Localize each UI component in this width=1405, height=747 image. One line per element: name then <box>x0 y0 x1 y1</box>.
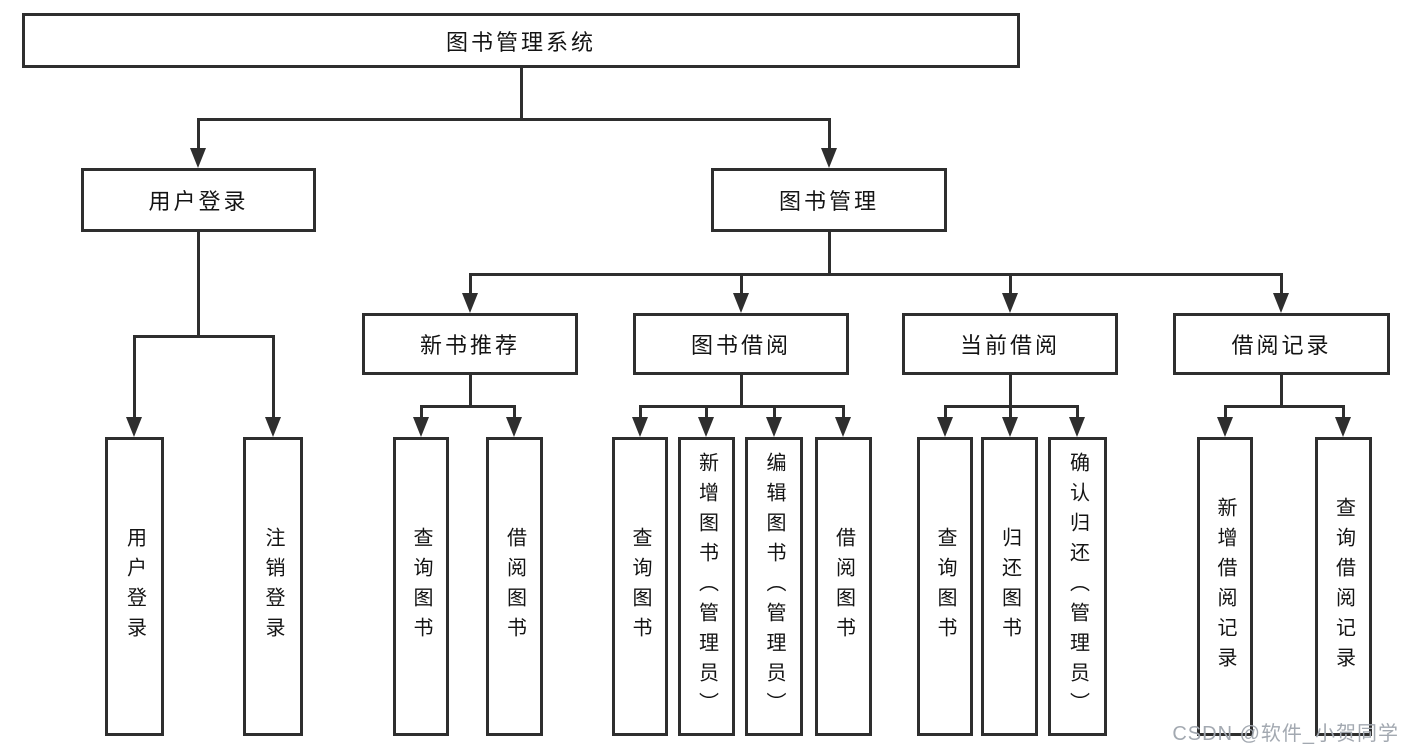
connector-root-bar <box>197 118 830 121</box>
arrow-down-icon <box>1069 417 1085 437</box>
connector-arrow-shaft <box>740 273 743 295</box>
watermark: CSDN @软件_小贺同学 <box>1172 723 1399 745</box>
leaf-logout-login: 注销登录 <box>243 437 303 736</box>
leaf-query-book-current: 查询图书 <box>917 437 973 736</box>
leaf-label: 查询借阅记录 <box>1332 496 1355 677</box>
connector-arrow-shaft <box>513 405 516 419</box>
leaf-label: 借阅图书 <box>503 526 526 647</box>
leaf-label: 查询图书 <box>629 526 651 647</box>
arrow-down-icon <box>1002 417 1018 437</box>
connector-arrow-shaft <box>420 405 423 419</box>
connector-arrow-shaft <box>842 405 845 419</box>
node-user-login: 用户登录 <box>81 168 316 232</box>
arrow-down-icon <box>1273 293 1289 313</box>
arrow-down-icon <box>126 417 142 437</box>
arrow-down-icon <box>821 148 837 168</box>
node-root: 图书管理系统 <box>22 13 1020 68</box>
connector-records-bar <box>1224 405 1345 408</box>
connector-arrow-shaft <box>773 405 776 419</box>
arrow-down-icon <box>462 293 478 313</box>
connector-arrow-shaft <box>705 405 708 419</box>
arrow-down-icon <box>1335 417 1351 437</box>
arrow-down-icon <box>835 417 851 437</box>
connector-arrow-shaft <box>828 118 831 150</box>
connector-arrow-shaft <box>639 405 642 419</box>
connector-arrow-shaft <box>1009 405 1012 419</box>
leaf-label: 用户登录 <box>123 526 146 647</box>
node-current-borrow: 当前借阅 <box>902 313 1118 375</box>
arrow-down-icon <box>190 148 206 168</box>
arrow-down-icon <box>506 417 522 437</box>
leaf-borrow-book: 借阅图书 <box>815 437 872 736</box>
arrow-down-icon <box>265 417 281 437</box>
connector-newbook-bar <box>420 405 516 408</box>
arrow-down-icon <box>1002 293 1018 313</box>
leaf-query-book-borrow: 查询图书 <box>612 437 668 736</box>
leaf-return-book: 归还图书 <box>981 437 1038 736</box>
leaf-label: 查询图书 <box>410 526 432 647</box>
arrow-down-icon <box>698 417 714 437</box>
leaf-label: 归还图书 <box>998 526 1021 647</box>
node-book-management: 图书管理 <box>711 168 947 232</box>
connector-bookmgmt-bar <box>469 273 1283 276</box>
connector-newbook-stem <box>469 375 472 405</box>
connector-arrow-shaft <box>944 405 947 419</box>
arrow-down-icon <box>766 417 782 437</box>
connector-arrow-shaft <box>272 335 275 419</box>
arrow-down-icon <box>413 417 429 437</box>
connector-root-stem <box>520 68 523 118</box>
node-borrow-records: 借阅记录 <box>1173 313 1390 375</box>
leaf-user-login: 用户登录 <box>105 437 164 736</box>
connector-arrow-shaft <box>1342 405 1345 419</box>
leaf-add-borrow-record: 新增借阅记录 <box>1197 437 1253 736</box>
connector-arrow-shaft <box>1280 273 1283 295</box>
leaf-edit-book-admin: 编辑图书（管理员） <box>745 437 803 736</box>
leaf-label: 新增图书（管理员） <box>695 451 718 722</box>
leaf-label: 查询图书 <box>934 526 956 647</box>
leaf-borrow-book-recommend: 借阅图书 <box>486 437 543 736</box>
connector-arrow-shaft <box>133 335 136 419</box>
connector-userlogin-stem <box>197 232 200 335</box>
leaf-label: 确认归还（管理员） <box>1066 451 1089 722</box>
connector-arrow-shaft <box>469 273 472 295</box>
connector-arrow-shaft <box>1224 405 1227 419</box>
connector-bookmgmt-stem <box>828 232 831 273</box>
connector-currentborrow-stem <box>1009 375 1012 405</box>
arrow-down-icon <box>1217 417 1233 437</box>
leaf-label: 注销登录 <box>262 526 284 647</box>
connector-records-stem <box>1280 375 1283 405</box>
connector-arrow-shaft <box>197 118 200 150</box>
leaf-label: 借阅图书 <box>832 526 855 647</box>
connector-bookborrow-bar <box>639 405 845 408</box>
leaf-label: 新增借阅记录 <box>1214 496 1236 677</box>
node-book-borrow: 图书借阅 <box>633 313 849 375</box>
leaf-add-book-admin: 新增图书（管理员） <box>678 437 735 736</box>
connector-bookborrow-stem <box>740 375 743 405</box>
arrow-down-icon <box>733 293 749 313</box>
connector-arrow-shaft <box>1076 405 1079 419</box>
leaf-query-book-recommend: 查询图书 <box>393 437 449 736</box>
leaf-query-borrow-record: 查询借阅记录 <box>1315 437 1372 736</box>
leaf-label: 编辑图书（管理员） <box>763 451 785 722</box>
node-new-book-recommend: 新书推荐 <box>362 313 578 375</box>
connector-userlogin-bar <box>133 335 275 338</box>
connector-arrow-shaft <box>1009 273 1012 295</box>
arrow-down-icon <box>937 417 953 437</box>
leaf-confirm-return-admin: 确认归还（管理员） <box>1048 437 1107 736</box>
arrow-down-icon <box>632 417 648 437</box>
